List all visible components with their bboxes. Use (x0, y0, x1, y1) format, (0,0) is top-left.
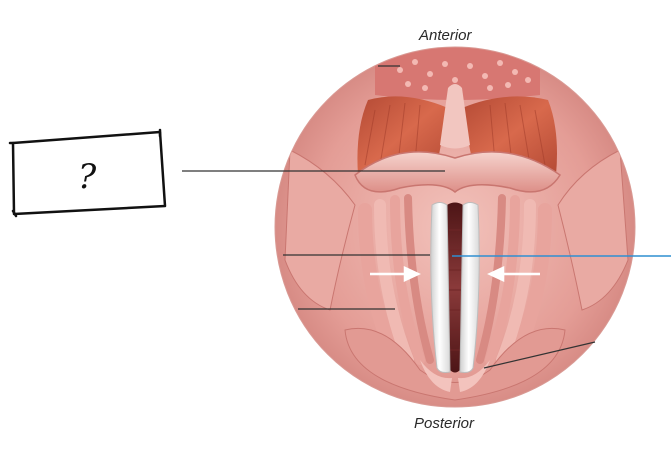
arytenoid-region (344, 327, 566, 401)
medial-arrow-left (370, 266, 421, 282)
left-arytenoid (420, 360, 452, 392)
question-box-strokes (8, 128, 162, 218)
right-outer-fold (557, 149, 629, 311)
medial-arrow-right (487, 266, 540, 282)
leader-line-arytenoid (483, 341, 596, 369)
right-vocal-cord (459, 202, 480, 373)
question-mark: ? (78, 157, 97, 197)
left-outer-fold (284, 149, 356, 311)
left-vocal-cord (430, 202, 451, 373)
question-box-outline (11, 130, 167, 216)
epiglottis-dots (397, 59, 531, 91)
question-box (8, 128, 167, 218)
epiglottis-tubercle (375, 47, 540, 100)
upper-fold (354, 151, 562, 193)
leader-lines (182, 65, 596, 369)
larynx-illustration (275, 47, 635, 407)
posterior-label: Posterior (414, 415, 475, 432)
anterior-label: Anterior (419, 27, 472, 44)
epiglottis-ridge (440, 84, 470, 149)
right-arytenoid (458, 360, 490, 392)
illustration-border (274, 46, 636, 408)
trachea-rings (449, 229, 461, 351)
